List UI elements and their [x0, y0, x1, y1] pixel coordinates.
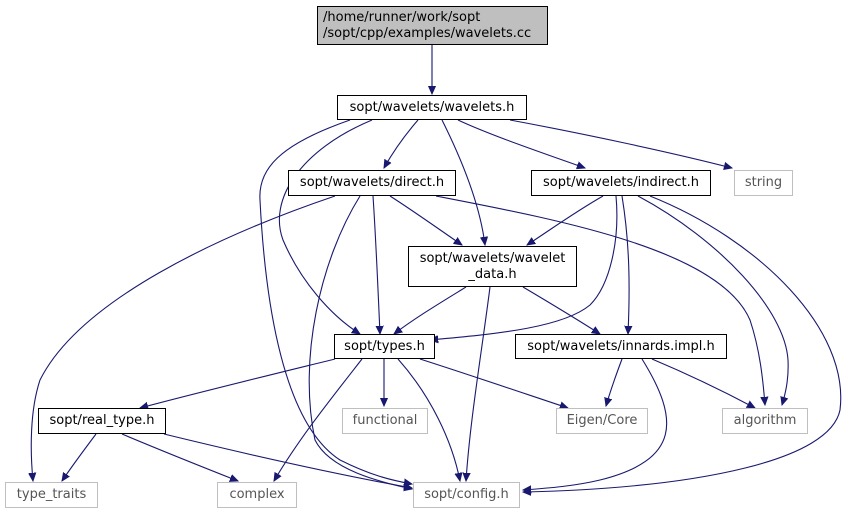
node-functional[interactable]: functional: [342, 408, 428, 434]
edge-indirect-to-config: [523, 195, 842, 492]
root-file-path-line1: /home/runner/work/sopt: [323, 9, 481, 25]
edge-waveletdata-to-config: [466, 286, 491, 481]
node-functional-label: functional: [352, 413, 418, 428]
edge-types-to-config: [397, 358, 460, 481]
node-wavelets-h-label: sopt/wavelets/wavelets.h: [349, 99, 515, 115]
edge-indirect-to-waveletdata: [527, 195, 604, 245]
edge-direct-to-types: [372, 195, 380, 334]
node-types-h[interactable]: sopt/types.h: [334, 334, 435, 359]
edge-direct-to-algorithm: [435, 195, 765, 405]
node-innards-impl-h[interactable]: sopt/wavelets/innards.impl.h: [515, 334, 727, 359]
edge-wavelets-to-direct: [384, 119, 419, 168]
node-complex[interactable]: complex: [217, 482, 297, 508]
edge-direct-to-waveletdata: [389, 195, 462, 245]
edge-realtype-to-complex: [121, 433, 238, 481]
edge-indirect-to-algorithm: [637, 195, 789, 405]
node-real-type-h-label: sopt/real_type.h: [49, 413, 155, 428]
edge-waveletdata-to-innards: [522, 286, 600, 334]
node-indirect-h[interactable]: sopt/wavelets/indirect.h: [531, 170, 711, 196]
edge-wavelets-to-types: [278, 119, 373, 334]
edge-types-to-complex: [274, 358, 363, 481]
node-config-h[interactable]: sopt/config.h: [413, 482, 520, 508]
root-file-node[interactable]: /home/runner/work/sopt /sopt/cpp/example…: [317, 6, 548, 45]
node-type-traits-label: type_traits: [16, 487, 87, 502]
edge-direct-to-config: [308, 195, 412, 489]
node-eigen-core[interactable]: Eigen/Core: [556, 408, 648, 434]
node-wavelets-h[interactable]: sopt/wavelets/wavelets.h: [337, 95, 527, 120]
node-string[interactable]: string: [734, 170, 793, 196]
edge-wavelets-to-config: [259, 119, 412, 484]
node-innards-impl-h-label: sopt/wavelets/innards.impl.h: [527, 338, 715, 354]
root-file-path-line2: /sopt/cpp/examples/wavelets.cc: [323, 25, 532, 41]
edge-indirect-to-innards: [621, 195, 629, 334]
edge-realtype-to-typetraits: [62, 433, 97, 481]
node-algorithm-label: algorithm: [733, 413, 797, 428]
edge-wavelets-to-indirect: [457, 119, 585, 168]
node-direct-h-label: sopt/wavelets/direct.h: [299, 175, 445, 190]
edge-innards-to-config: [523, 358, 668, 490]
edge-wavelets-to-waveletdata: [441, 119, 485, 245]
edge-types-to-realtype: [140, 358, 336, 408]
node-type-traits[interactable]: type_traits: [5, 482, 98, 508]
node-config-h-label: sopt/config.h: [424, 487, 509, 502]
node-algorithm[interactable]: algorithm: [722, 408, 808, 434]
edge-innards-to-eigencore: [606, 358, 623, 406]
node-wavelet-data-h-label-line1: sopt/wavelets/wavelet: [419, 250, 566, 266]
node-types-h-label: sopt/types.h: [344, 338, 425, 354]
edge-indirect-to-types: [430, 195, 618, 340]
node-real-type-h[interactable]: sopt/real_type.h: [38, 408, 166, 434]
edge-direct-to-typetraits: [31, 195, 336, 481]
edge-innards-to-algorithm: [651, 358, 755, 408]
node-direct-h[interactable]: sopt/wavelets/direct.h: [288, 170, 456, 196]
edge-waveletdata-to-types: [394, 286, 467, 334]
node-eigen-core-label: Eigen/Core: [566, 413, 638, 428]
edge-wavelets-to-string: [509, 119, 732, 168]
node-wavelet-data-h[interactable]: sopt/wavelets/wavelet _data.h: [408, 246, 577, 287]
node-wavelet-data-h-label-line2: _data.h: [468, 266, 517, 282]
node-complex-label: complex: [229, 487, 285, 502]
node-string-label: string: [744, 175, 783, 190]
edge-realtype-to-config: [163, 433, 412, 488]
node-indirect-h-label: sopt/wavelets/indirect.h: [543, 175, 699, 190]
edge-types-to-eigencore: [419, 358, 568, 408]
